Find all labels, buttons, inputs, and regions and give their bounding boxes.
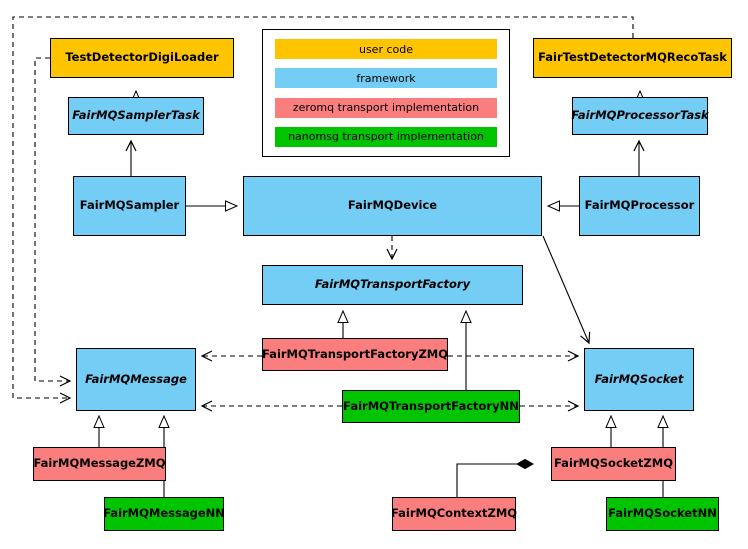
legend-label: framework [356,71,416,85]
node-label: FairMQDevice [347,198,438,213]
legend-label: nanomsg transport implementation [288,130,484,144]
node-fairmqmessagenn[interactable]: FairMQMessageNN [103,497,225,531]
legend-item-zeromq: zeromq transport implementation [275,97,497,118]
node-label: FairMQMessageNN [103,506,225,521]
node-label: FairMQContextZMQ [390,506,518,521]
node-fairtestdetectormqrecotask[interactable]: FairTestDetectorMQRecoTask [533,38,732,78]
node-label: FairMQTransportFactory [314,277,471,292]
node-fairmqsocket[interactable]: FairMQSocket [584,348,694,411]
node-fairmqsamplertask[interactable]: FairMQSamplerTask [68,97,204,135]
node-fairmqcontextzmq[interactable]: FairMQContextZMQ [390,497,518,531]
node-fairmqsampler[interactable]: FairMQSampler [73,176,186,236]
node-label: FairMQSocketZMQ [554,456,673,471]
edge-contextzmq-socketzmq [456,464,533,497]
node-label: FairMQMessage [85,371,187,386]
legend-label: user code [358,42,414,56]
node-label: FairMQSamplerTask [72,108,200,123]
node-fairmqmessage[interactable]: FairMQMessage [76,348,196,411]
node-label: TestDetectorDigiLoader [65,50,219,65]
node-label: FairMQSampler [79,198,180,213]
node-fairmqtransportfactoryzmq[interactable]: FairMQTransportFactoryZMQ [262,338,448,371]
node-fairmqtransportfactory[interactable]: FairMQTransportFactory [262,265,523,305]
node-label: FairMQProcessorTask [571,108,709,123]
node-label: FairMQTransportFactoryNN [343,398,519,413]
node-fairmqmessagezmq[interactable]: FairMQMessageZMQ [33,447,166,481]
node-fairmqsocketnn[interactable]: FairMQSocketNN [606,497,719,531]
legend-item-user-code: user code [275,39,497,60]
legend-item-framework: framework [275,68,497,89]
node-fairmqtransportfactorynn[interactable]: FairMQTransportFactoryNN [342,390,520,423]
node-label: FairMQSocket [594,371,684,386]
node-label: FairMQTransportFactoryZMQ [262,346,449,361]
edge-digiloader-message [34,57,72,387]
node-fairmqprocessortask[interactable]: FairMQProcessorTask [571,97,709,135]
node-label: FairTestDetectorMQRecoTask [538,50,727,65]
node-fairmqprocessor[interactable]: FairMQProcessor [579,176,700,236]
edge-device-socket [542,235,591,345]
node-fairmqdevice[interactable]: FairMQDevice [243,176,542,236]
node-label: FairMQSocketNN [608,506,717,521]
legend-item-nanomsg: nanomsg transport implementation [275,126,497,147]
legend: user code framework zeromq transport imp… [262,29,510,157]
legend-label: zeromq transport implementation [292,101,480,115]
node-label: FairMQMessageZMQ [33,456,166,471]
node-fairmqsocketzmq[interactable]: FairMQSocketZMQ [551,447,676,481]
node-testdetectordigiloader[interactable]: TestDetectorDigiLoader [50,38,234,78]
node-label: FairMQProcessor [584,198,695,213]
